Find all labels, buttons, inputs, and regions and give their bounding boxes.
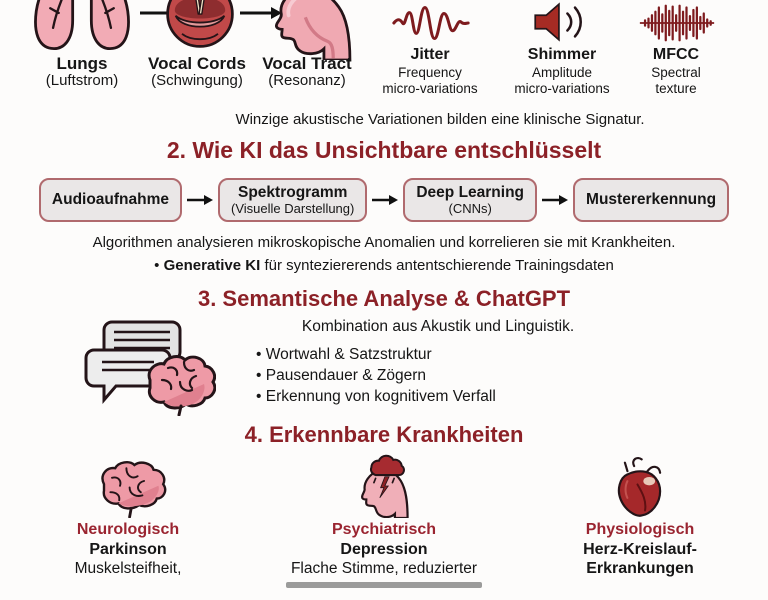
disease-depression: Depression	[340, 541, 428, 559]
section4-heading: 4. Erkennbare Krankheiten	[244, 422, 524, 448]
jitter-title: Jitter	[410, 46, 450, 63]
mfcc-line1: Spectral	[651, 65, 701, 81]
arrow-right-icon	[542, 195, 569, 206]
flow-box-deep-learning-title: Deep Learning	[416, 184, 525, 201]
algorithms-caption: Algorithmen analysieren mikroskopische A…	[92, 234, 676, 252]
section3-heading: 3. Semantische Analyse & ChatGPT	[197, 286, 571, 312]
section3-subheading: Kombination aus Akustik und Linguistik.	[301, 318, 575, 336]
category-physiologisch: Physiologisch	[585, 521, 695, 539]
head-storm-cloud-icon	[361, 454, 409, 519]
lungs-title: Lungs	[56, 54, 108, 73]
lungs-label: Lungs (Luftstrom)	[12, 54, 152, 90]
vocal-cords-subtitle: (Schwingung)	[151, 72, 243, 90]
arrow-right-icon	[187, 195, 214, 206]
disease-columns: Neurologisch Parkinson Muskelsteifheit, …	[0, 454, 768, 589]
bullet-wortwahl: Wortwahl & Satzstruktur	[256, 344, 496, 365]
arrow-right-icon	[372, 195, 399, 206]
mfcc-line2: texture	[655, 80, 697, 96]
column-psychiatrisch: Psychiatrisch Depression Flache Stimme, …	[256, 454, 512, 589]
brain-icon	[101, 461, 167, 519]
bullet-kognitiver-verfall: Erkennung von kognitivem Verfall	[256, 386, 496, 407]
shimmer-line1: Amplitude	[531, 65, 593, 81]
shimmer-label: Shimmer Amplitude micro-variations	[487, 46, 637, 96]
flow-box-spectrogram-title: Spektrogramm	[237, 184, 348, 201]
flow-box-pattern-recognition-title: Mustererkennung	[586, 191, 717, 209]
category-neurologisch: Neurologisch	[76, 521, 180, 539]
cut-off-text	[286, 582, 482, 589]
jitter-line2: micro-variations	[382, 80, 478, 96]
category-psychiatrisch: Psychiatrisch	[331, 521, 437, 539]
anatomical-heart-icon	[617, 457, 662, 517]
mfcc-label: MFCC Spectral texture	[601, 46, 751, 96]
speaker-sound-icon	[534, 2, 582, 42]
flow-box-pattern-recognition: Mustererkennung	[573, 178, 730, 223]
speech-bubbles-brain-icon	[84, 320, 216, 417]
detail-neurologisch: Muskelsteifheit,	[74, 560, 182, 578]
section3-body: Kombination aus Akustik und Linguistik. …	[0, 316, 768, 420]
generative-ki-bold: Generative KI	[163, 257, 261, 275]
generative-ki-rest: für synteziererends antentschierende Tra…	[260, 257, 614, 275]
top-band: Lungs (Luftstrom) Vocal Cords (Schwingun…	[0, 0, 768, 104]
arrow-right-icon	[240, 7, 282, 19]
shimmer-title: Shimmer	[527, 46, 597, 63]
column-physiologisch: Physiologisch Herz-Kreislauf- Erkrankung…	[512, 454, 768, 588]
vocal-cords-icon	[166, 0, 234, 48]
jitter-waveform-icon	[392, 5, 470, 41]
flow-box-spectrogram-subtitle: (Visuelle Darstellung)	[231, 200, 355, 216]
disease-herz-kreislauf-line2: Erkrankungen	[586, 560, 694, 578]
mfcc-title: MFCC	[652, 46, 700, 63]
acoustic-signature-caption: Winzige akustische Variationen bilden ei…	[235, 111, 645, 128]
vocal-cords-label: Vocal Cords (Schwingung)	[127, 54, 267, 90]
section3-bullet-list: Wortwahl & Satzstruktur Pausendauer & Zö…	[256, 344, 496, 407]
generative-ki-bullet: Generative KI für synteziererends antent…	[0, 257, 768, 274]
shimmer-line2: micro-variations	[514, 80, 610, 96]
disease-parkinson: Parkinson	[89, 541, 167, 559]
flow-box-audio-title: Audioaufnahme	[51, 191, 170, 209]
flow-box-spectrogram: Spektrogramm (Visuelle Darstellung)	[218, 178, 368, 223]
vocal-cords-title: Vocal Cords	[148, 54, 246, 73]
dense-waveform-icon	[639, 4, 715, 42]
disease-herz-kreislauf: Herz-Kreislauf-	[583, 541, 697, 559]
vocal-tract-head-icon	[275, 0, 352, 60]
brain-icon-wrap	[0, 454, 256, 519]
flow-box-deep-learning: Deep Learning (CNNs)	[403, 178, 538, 223]
vocal-tract-label: Vocal Tract (Resonanz)	[237, 54, 377, 90]
ai-pipeline-flow: Audioaufnahme Spektrogramm (Visuelle Dar…	[0, 178, 768, 223]
lungs-subtitle: (Luftstrom)	[45, 72, 119, 90]
column-neurologisch: Neurologisch Parkinson Muskelsteifheit,	[0, 454, 256, 588]
lungs-icon	[34, 0, 130, 50]
flow-box-deep-learning-subtitle: (CNNs)	[448, 200, 492, 216]
bullet-pausendauer: Pausendauer & Zögern	[256, 365, 496, 386]
section2-heading: 2. Wie KI das Unsichtbare entschlüsselt	[166, 137, 602, 163]
jitter-label: Jitter Frequency micro-variations	[355, 46, 505, 96]
jitter-line1: Frequency	[398, 65, 462, 81]
vocal-tract-subtitle: (Resonanz)	[268, 72, 346, 90]
head-storm-icon-wrap	[256, 454, 512, 519]
flow-box-audio: Audioaufnahme	[38, 178, 183, 223]
heart-icon-wrap	[512, 454, 768, 518]
detail-psychiatrisch: Flache Stimme, reduzierter	[290, 560, 478, 578]
vocal-tract-title: Vocal Tract	[262, 54, 352, 73]
